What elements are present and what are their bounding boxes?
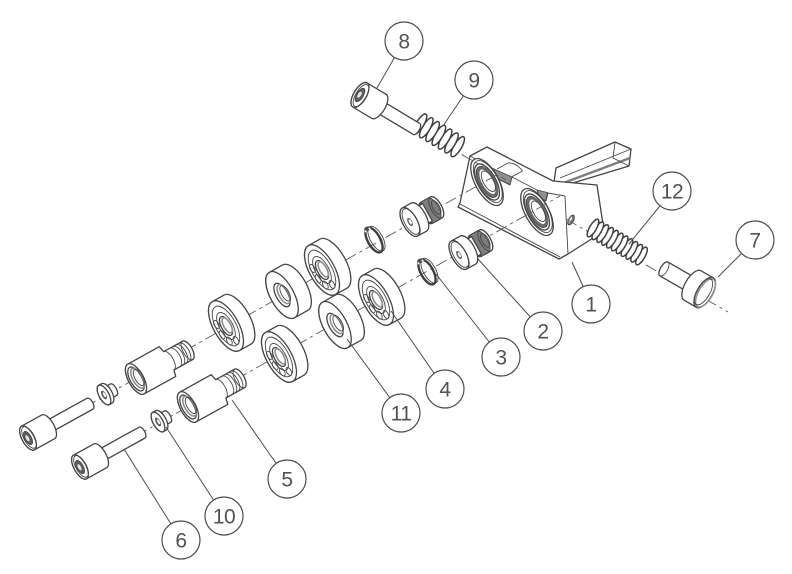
callout-2-label: 2 <box>537 321 548 344</box>
socket-head-cap-screw <box>346 79 427 144</box>
callout-10: 10 <box>204 496 244 536</box>
callout-5: 5 <box>267 459 307 499</box>
callout-12-label: 12 <box>661 181 683 204</box>
callout-10-label: 10 <box>213 506 235 529</box>
callout-2: 2 <box>523 311 563 351</box>
flanged-washer <box>93 377 123 408</box>
callout-5-label: 5 <box>281 469 292 492</box>
callout-4: 4 <box>425 369 465 409</box>
callout-3: 3 <box>481 337 521 377</box>
housing-block <box>457 141 632 260</box>
callout-8-label: 8 <box>398 31 409 54</box>
spacer-bushing <box>172 360 253 427</box>
callout-8: 8 <box>384 21 424 61</box>
callout-7: 7 <box>735 220 775 260</box>
pan-head-screw <box>651 251 721 312</box>
callout-6: 6 <box>161 520 201 560</box>
block-shank-bar <box>552 141 632 190</box>
compression-spring-short <box>410 111 468 160</box>
callout-9: 9 <box>454 60 494 100</box>
stepped-bushing <box>444 223 499 274</box>
leader-lines <box>123 40 756 541</box>
callout-6-label: 6 <box>175 530 186 553</box>
callout-7-label: 7 <box>749 230 760 253</box>
stepped-bushing <box>395 190 450 241</box>
callout-1: 1 <box>571 284 611 324</box>
ball-bearing <box>253 319 316 389</box>
callout-12: 12 <box>652 171 692 211</box>
retaining-ring <box>359 220 390 257</box>
block-side-hole <box>567 214 575 226</box>
callout-11: 11 <box>381 393 421 433</box>
callout-4-label: 4 <box>439 379 451 402</box>
callout-11-label: 11 <box>391 403 412 426</box>
compression-spring-long <box>584 216 651 268</box>
axis-b-parts <box>67 223 499 483</box>
flanged-washer <box>147 404 177 435</box>
socket-head-cap-screw <box>15 389 100 454</box>
ball-bearing <box>200 288 263 358</box>
retaining-ring <box>412 252 443 289</box>
callout-1-label: 1 <box>585 294 596 317</box>
callout-9-label: 9 <box>468 70 479 93</box>
callout-3-label: 3 <box>495 347 506 370</box>
top-axis-parts <box>346 79 468 160</box>
